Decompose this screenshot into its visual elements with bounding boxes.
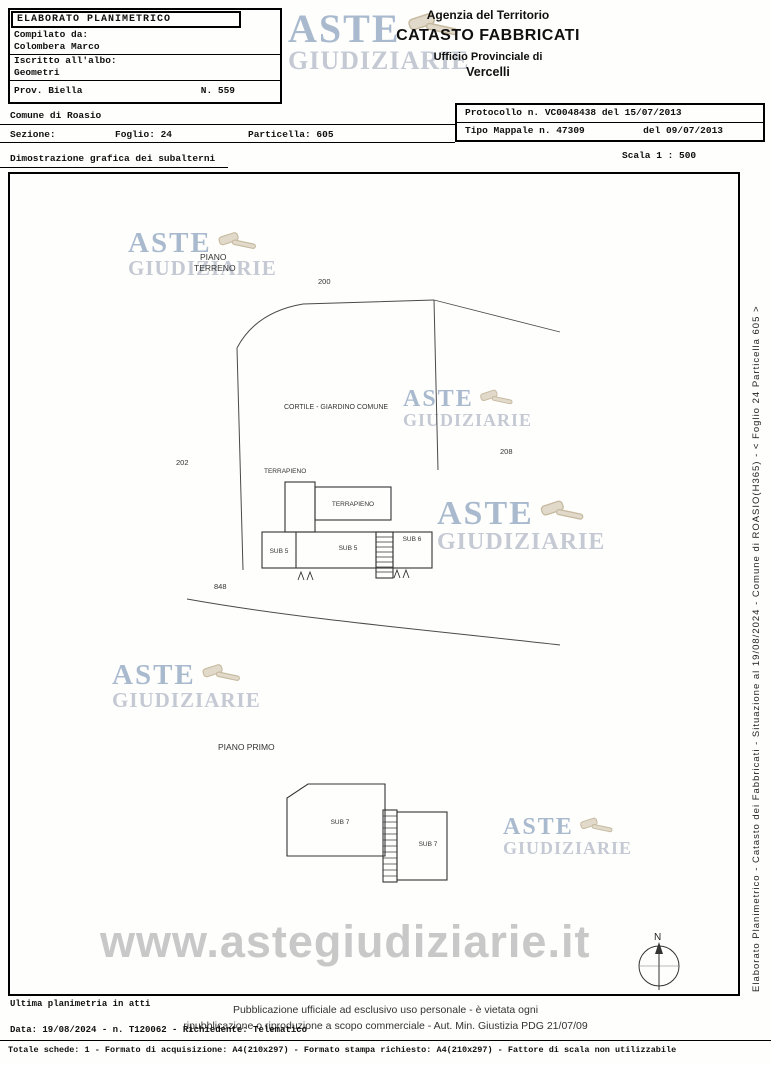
parcel-number-202: 202 [176,458,189,467]
cadastral-plan-drawing: N PIANO TERRENO 200 202 208 848 CORTILE … [176,252,680,990]
agency-name: Agenzia del Territorio [426,8,550,22]
terrapieno-label-2: TERRAPIENO [332,501,374,508]
divider [0,124,455,125]
office-label: Ufficio Provinciale di [433,51,543,63]
compilato-value: Colombera Marco [14,40,100,52]
astegiudiziarie-url-watermark: www.astegiudiziarie.it [100,916,591,967]
stairs-hatch [376,536,393,573]
piano-terreno-label-line2: TERRENO [194,263,236,273]
giudiziarie-watermark-text: GIUDIZIARIE [437,529,606,556]
aste-watermark: ASTE GIUDIZIARIE [403,386,533,430]
sezione-label: Sezione: [10,129,56,140]
aste-watermark: ASTE GIUDIZIARIE [503,814,633,858]
particella-label: Particella: 605 [248,129,334,140]
aste-watermark: ASTE GIUDIZIARIE [112,659,261,712]
protocol-number: Protocollo n. VC0048438 del 15/07/2013 [457,105,763,123]
plan-labels: PIANO TERRENO 200 202 208 848 CORTILE - … [176,252,513,848]
protocol-box: Protocollo n. VC0048438 del 15/07/2013 T… [455,103,765,142]
aste-watermark-text: ASTE [437,495,534,532]
albo-number: N. 559 [200,85,235,96]
divider [10,54,280,55]
publication-notice-line1: Pubblicazione ufficiale ad esclusivo uso… [232,1004,539,1016]
iscritto-value: Geometri [14,66,60,78]
request-data-line: Data: 19/08/2024 - n. T120062 - Richiede… [10,1025,308,1035]
piano-primo-building [286,783,448,883]
provincia-label: Prov. Biella [14,85,83,96]
aste-watermark-text: ASTE [503,814,574,840]
plan-drawing-frame [8,172,740,996]
divider [0,167,228,168]
sub7-right-label: SUB 7 [419,841,438,848]
parcel-boundaries [186,299,561,646]
aste-watermark-text: ASTE [288,6,401,51]
agency-header: Agenzia del Territorio CATASTO FABBRICAT… [393,8,583,79]
piano-primo-label: PIANO PRIMO [218,742,275,752]
ultima-planimetria-note: Ultima planimetria in atti [10,999,151,1009]
sub5-center-label: SUB 5 [339,545,358,552]
gavel-icon [202,664,240,681]
totale-schede-line: Totale schede: 1 - Formato di acquisizio… [8,1045,677,1055]
parcel-number-848: 848 [214,582,227,591]
giudiziarie-watermark-text: GIUDIZIARIE [112,687,261,712]
divider [0,1040,771,1041]
divider [0,142,455,143]
giudiziarie-watermark-text: GIUDIZIARIE [288,46,470,75]
cortile-label: CORTILE - GIARDINO COMUNE [284,404,388,411]
compass-icon: N [638,932,680,990]
tipo-mappale: Tipo Mappale n. 47309 [465,125,585,136]
comune-label: Comune di Roasio [10,110,102,121]
aste-watermark: ASTE GIUDIZIARIE [128,227,277,280]
sidebar-vertical-text: Elaborato Planimetrico - Catasto dei Fab… [751,305,762,992]
divider [10,80,280,81]
gavel-icon [579,817,613,833]
giudiziarie-watermark-text: GIUDIZIARIE [503,838,633,858]
aste-watermark-text: ASTE [112,659,196,691]
aste-watermark: ASTE GIUDIZIARIE [437,495,606,556]
tipo-mappale-date: del 09/07/2013 [643,125,723,136]
aste-watermark-header: ASTE GIUDIZIARIE [288,6,470,75]
foglio-label: Foglio: 24 [115,129,173,140]
gavel-icon [407,13,458,36]
sub7-left-label: SUB 7 [331,819,350,826]
stairs-hatch [383,815,397,877]
compilato-label: Compilato da: [14,29,89,40]
giudiziarie-watermark-text: GIUDIZIARIE [403,410,533,430]
gavel-icon [479,389,513,405]
sub5-left-label: SUB 5 [270,548,289,555]
gavel-icon [218,232,256,249]
catasto-title: CATASTO FABBRICATI [396,27,580,44]
piano-terreno-label-line1: PIANO [200,252,227,262]
parcel-number-208: 208 [500,447,513,456]
aste-watermark-text: ASTE [128,227,212,259]
scale-label: Scala 1 : 500 [622,150,697,161]
terrapieno-label-1: TERRAPIENO [264,468,306,475]
subtitle: Dimostrazione grafica dei subalterni [10,153,216,164]
parcel-number-200: 200 [318,277,331,286]
entrance-arrows [297,568,410,581]
compiler-info-box: ELABORATO PLANIMETRICO Compilato da: Col… [8,8,282,104]
piano-terreno-building [261,481,433,581]
publication-notice-line2: ripubblicazione o riproduzione a scopo c… [183,1020,588,1032]
office-city: Vercelli [466,65,510,79]
gavel-icon [540,500,584,520]
giudiziarie-watermark-text: GIUDIZIARIE [128,255,277,280]
compass-north-label: N [654,932,661,943]
aste-watermark-text: ASTE [403,386,474,412]
iscritto-label: Iscritto all'albo: [14,55,117,66]
document-title: ELABORATO PLANIMETRICO [11,11,241,28]
sub6-label: SUB 6 [403,536,422,543]
